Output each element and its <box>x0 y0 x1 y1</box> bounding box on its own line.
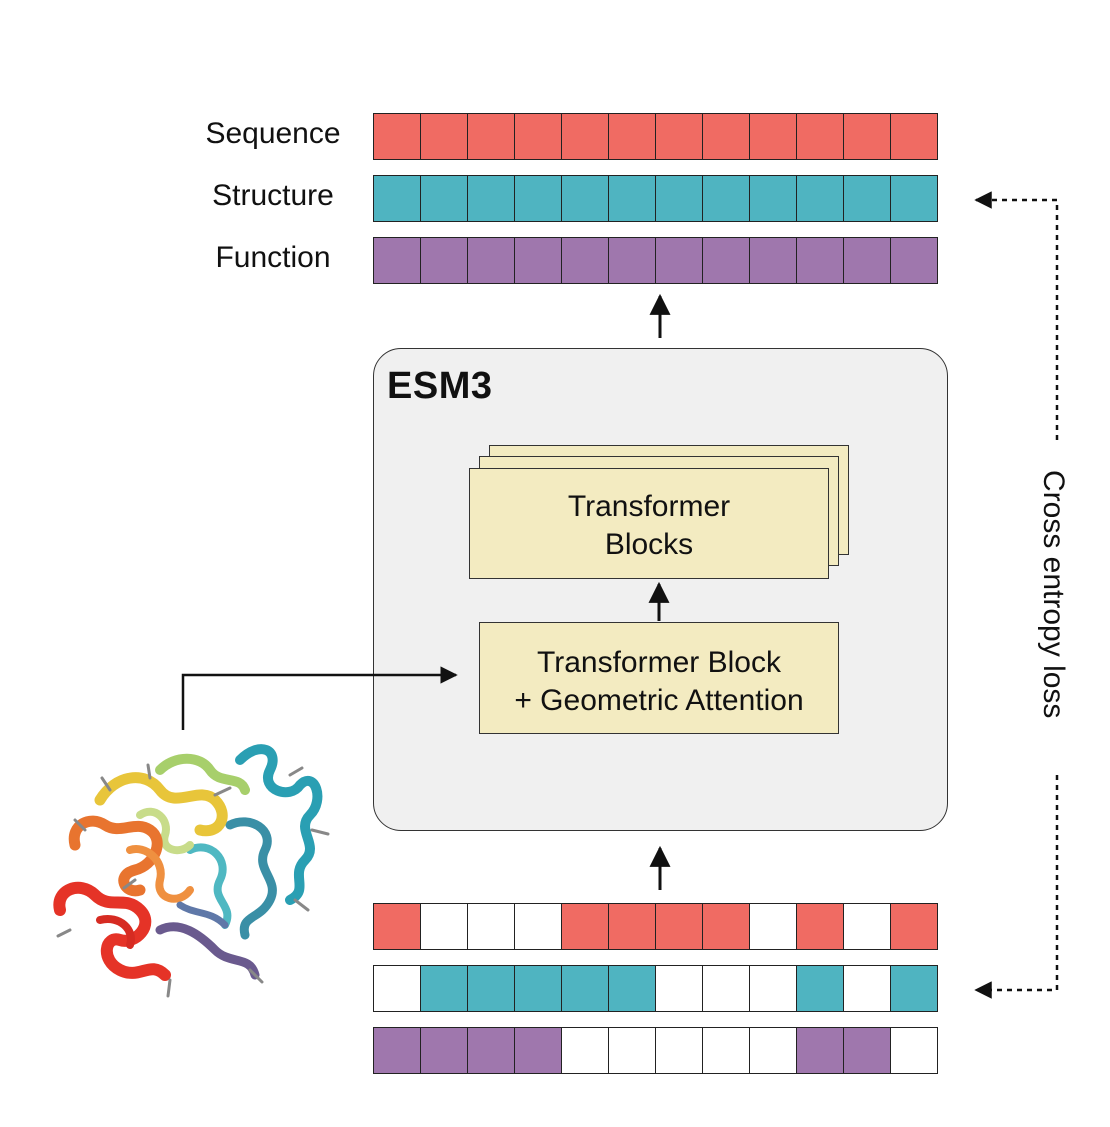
input-structure-track <box>373 965 938 1012</box>
filled-token-cell <box>843 175 891 222</box>
filled-token-cell <box>514 175 562 222</box>
masked-token-cell <box>749 965 797 1012</box>
masked-token-cell <box>467 903 515 950</box>
filled-token-cell <box>420 965 468 1012</box>
masked-token-cell <box>749 903 797 950</box>
filled-token-cell <box>420 237 468 284</box>
masked-token-cell <box>608 1027 656 1074</box>
geometric-block-line1: Transformer Block <box>537 646 781 679</box>
filled-token-cell <box>467 237 515 284</box>
transformer-blocks-line2: Blocks <box>604 528 694 561</box>
filled-token-cell <box>608 237 656 284</box>
filled-token-cell <box>702 237 750 284</box>
geometric-block-line2: + Geometric Attention <box>514 684 804 717</box>
input-function-track <box>373 1027 938 1074</box>
filled-token-cell <box>514 965 562 1012</box>
filled-token-cell <box>749 237 797 284</box>
arrow-structure-to-geometric <box>181 666 458 730</box>
filled-token-cell <box>890 175 938 222</box>
dashed-loss-top <box>974 191 1059 440</box>
filled-token-cell <box>749 113 797 160</box>
protein-structure-icon <box>53 744 330 998</box>
masked-token-cell <box>655 965 703 1012</box>
masked-token-cell <box>514 903 562 950</box>
protein-ribbon-orange <box>68 815 163 897</box>
geometric-attention-block <box>479 622 839 734</box>
transformer-blocks <box>469 468 829 579</box>
filled-token-cell <box>890 237 938 284</box>
filled-token-cell <box>608 175 656 222</box>
filled-token-cell <box>467 1027 515 1074</box>
structure-label: Structure <box>212 179 334 212</box>
filled-token-cell <box>796 965 844 1012</box>
esm3-title: ESM3 <box>387 365 493 407</box>
filled-token-cell <box>373 175 421 222</box>
filled-token-cell <box>373 1027 421 1074</box>
protein-ribbon-red <box>53 881 171 981</box>
filled-token-cell <box>796 175 844 222</box>
filled-token-cell <box>655 903 703 950</box>
filled-token-cell <box>890 903 938 950</box>
filled-token-cell <box>796 903 844 950</box>
masked-token-cell <box>749 1027 797 1074</box>
dashed-loss-bottom <box>974 775 1059 999</box>
output-function-track <box>373 237 938 284</box>
masked-token-cell <box>702 1027 750 1074</box>
filled-token-cell <box>514 1027 562 1074</box>
protein-ribbon-yellow <box>94 772 228 837</box>
output-structure-track <box>373 175 938 222</box>
input-sequence-track <box>373 903 938 950</box>
filled-token-cell <box>514 113 562 160</box>
filled-token-cell <box>467 965 515 1012</box>
protein-ribbon-purple <box>155 922 260 980</box>
protein-ribbon-cyan <box>235 744 323 905</box>
filled-token-cell <box>796 237 844 284</box>
filled-token-cell <box>843 113 891 160</box>
filled-token-cell <box>796 113 844 160</box>
filled-token-cell <box>561 965 609 1012</box>
filled-token-cell <box>373 237 421 284</box>
filled-token-cell <box>890 965 938 1012</box>
filled-token-cell <box>608 113 656 160</box>
filled-token-cell <box>467 113 515 160</box>
masked-token-cell <box>843 903 891 950</box>
transformer-blocks-text: Transformer Blocks <box>469 488 829 564</box>
masked-token-cell <box>890 1027 938 1074</box>
filled-token-cell <box>420 113 468 160</box>
transformer-blocks-line1: Transformer <box>567 490 731 523</box>
masked-token-cell <box>843 965 891 1012</box>
filled-token-cell <box>561 113 609 160</box>
masked-token-cell <box>702 965 750 1012</box>
output-sequence-track <box>373 113 938 160</box>
sequence-label: Sequence <box>205 117 341 150</box>
filled-token-cell <box>655 113 703 160</box>
geometric-attention-text: Transformer Block + Geometric Attention <box>479 644 839 720</box>
function-label: Function <box>215 241 331 274</box>
filled-token-cell <box>890 113 938 160</box>
filled-token-cell <box>561 175 609 222</box>
